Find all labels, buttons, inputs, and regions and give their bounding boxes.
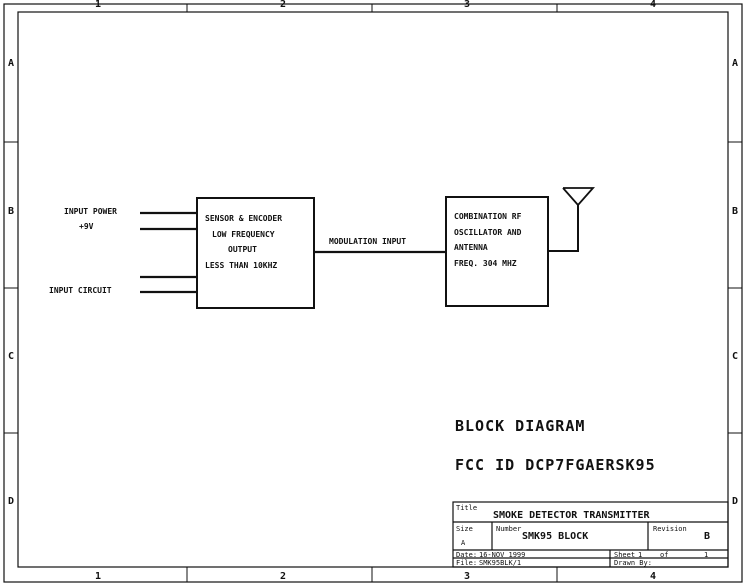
zone-labels: 1 2 3 4 1 2 3 4 A B C D A B C D: [8, 0, 738, 582]
input-circuit-label: INPUT CIRCUIT: [49, 286, 112, 295]
row-label-left: D: [8, 496, 14, 507]
row-label-right: A: [732, 58, 738, 69]
inner-border: [17, 11, 729, 568]
col-label-bottom: 1: [95, 571, 101, 582]
row-label-right: D: [732, 496, 738, 507]
sensor-block-line: LESS THAN 10KHZ: [205, 261, 277, 270]
input-voltage-label: +9V: [79, 222, 94, 231]
file-value: SMK95BLK/1: [479, 559, 521, 567]
antenna-icon: [562, 187, 595, 207]
row-label-left: B: [8, 206, 14, 217]
col-label-bottom: 2: [280, 571, 286, 582]
row-label-right: B: [732, 206, 738, 217]
outer-border: [3, 3, 743, 583]
col-label-bottom: 4: [650, 571, 656, 582]
col-label-top: 2: [280, 0, 286, 10]
number-value: SMK95 BLOCK: [522, 531, 588, 542]
block-diagram-heading: BLOCK DIAGRAM: [455, 417, 585, 435]
row-label-left: A: [8, 58, 14, 69]
revision-label: Revision: [653, 525, 687, 533]
number-label: Number: [496, 525, 521, 533]
drawn-by-label: Drawn By:: [614, 559, 652, 567]
title-value: SMOKE DETECTOR TRANSMITTER: [493, 510, 651, 521]
file-label: File:: [456, 559, 477, 567]
row-label-right: C: [732, 351, 738, 362]
input-wires: [140, 211, 197, 294]
sensor-block-line: SENSOR & ENCODER: [205, 214, 282, 223]
rf-block-line: OSCILLATOR AND: [454, 228, 522, 237]
row-label-left: C: [8, 351, 14, 362]
modulation-input-label: MODULATION INPUT: [329, 237, 406, 246]
size-value: A: [461, 539, 466, 547]
input-labels: INPUT POWER +9V INPUT CIRCUIT: [49, 207, 117, 295]
col-label-top: 1: [95, 0, 101, 10]
sheet-total: 1: [704, 551, 708, 559]
col-label-bottom: 3: [464, 571, 470, 582]
sheet-number: 1: [638, 551, 642, 559]
rf-block-line: COMBINATION RF: [454, 212, 522, 221]
date-label: Date:: [456, 551, 477, 559]
date-value: 16-NOV 1999: [479, 551, 525, 559]
fcc-id-heading: FCC ID DCP7FGAERSK95: [455, 456, 656, 474]
title-block: [452, 501, 729, 568]
input-power-label: INPUT POWER: [64, 207, 117, 216]
col-label-top: 3: [464, 0, 470, 10]
sheet-label: Sheet: [614, 551, 635, 559]
rf-block-line: FREQ. 304 MHZ: [454, 259, 517, 268]
antenna-wire: [548, 204, 579, 252]
title-label: Title: [456, 504, 477, 512]
sensor-block-line: OUTPUT: [228, 245, 257, 254]
rf-block-line: ANTENNA: [454, 243, 488, 252]
zone-dividers: [4, 4, 742, 582]
col-label-top: 4: [650, 0, 656, 10]
sensor-block-line: LOW FREQUENCY: [212, 230, 275, 239]
size-label: Size: [456, 525, 473, 533]
of-label: of: [660, 551, 668, 559]
revision-value: B: [704, 531, 710, 542]
